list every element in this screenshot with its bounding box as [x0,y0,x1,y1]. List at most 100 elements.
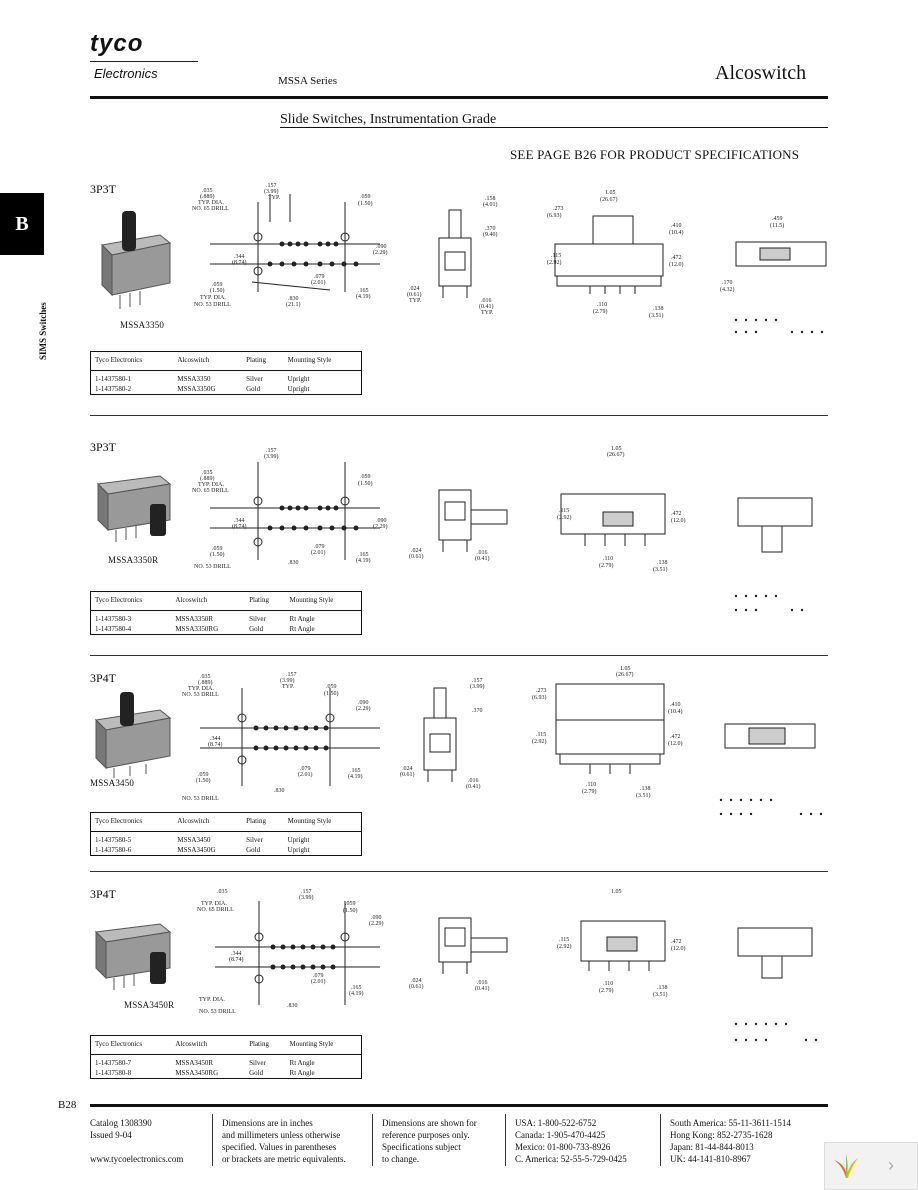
dim-090-mm: (2.29) [373,523,388,530]
viewer-logo-icon[interactable] [828,1150,864,1182]
dim-157: .157 [472,678,483,684]
dim-157: .157 [266,183,277,189]
cell: MSSA3450 [177,836,211,844]
dim-273-mm: (6.93) [547,212,562,219]
col-header-plating: Plating [242,351,284,371]
footer-dimensions-note: Dimensions are in inches and millimeters… [222,1117,346,1165]
side-view-2: .024 (0.61) .016 (0.41) [409,489,508,562]
cell: 1-1437580-4 [95,625,132,633]
dim-472-mm: (12.0) [671,517,686,524]
part-table-1: Tyco Electronics Alcoswitch Plating Moun… [90,351,362,395]
footer-line: UK: 44-141-810-8967 [670,1154,751,1164]
dim-138-mm: (3.51) [653,991,668,998]
dim-138-mm: (3.51) [653,566,668,573]
dim-472-mm: (12.0) [671,945,686,952]
col-header-plating: Plating [245,591,286,611]
dim-016: .016 [477,550,488,556]
cell: Upright [287,846,310,854]
issue-date: Issued 9-04 [90,1130,132,1140]
dim-138-mm: (3.51) [636,792,651,799]
dim-079-mm: (2.01) [311,279,326,286]
footer-line: South America: 55-11-3611-1514 [670,1118,791,1128]
top-view-3 [719,723,823,816]
side-view-4: .024 (0.61) .016 (0.41) [409,917,508,992]
dim-158: .158 [485,196,496,202]
dim-059-mm: (1.50) [358,480,373,487]
dim-024-mm: (0.61) [407,291,422,298]
dim-138-mm: (3.51) [649,312,664,319]
switch-photo-3 [94,692,172,778]
dim-410-mm: (10.4) [669,229,684,236]
dim-165: .165 [350,768,361,774]
section-divider-1 [90,415,828,416]
cell: Silver [246,836,263,844]
catalog-number: Catalog 1308390 [90,1118,152,1128]
pole-label-2: 3P3T [90,440,117,454]
dim-105: 1.05 [611,889,622,895]
dim-105-mm: (26.67) [616,671,634,678]
dim-459-mm: (11.5) [770,222,784,229]
footer-reference-note: Dimensions are shown for reference purpo… [382,1117,477,1165]
dim-024-mm: (0.61) [409,983,424,990]
series-label: MSSA Series [278,75,337,87]
footer-divider [372,1114,373,1166]
dim-410: .410 [670,702,681,708]
dim-024: .024 [411,548,422,554]
pcb-footprint-4: .035 TYP. DIA. NO. 65 DRILL .157 (3.99) … [197,889,384,1015]
dim-138: .138 [657,985,668,991]
footer-divider [660,1114,661,1166]
dim-370: .370 [472,708,483,714]
dim-110: .110 [597,302,607,308]
dim-115: .115 [559,937,569,943]
pole-label-1: 3P3T [90,182,117,196]
cell: MSSA3450RG [175,1069,219,1077]
cell: Upright [287,836,310,844]
dim-typ: TYP. [268,195,281,201]
dim-115: .115 [551,253,561,259]
dim-344: .344 [234,518,245,524]
dim-059b-mm: (1.50) [196,777,211,784]
cell: Gold [246,385,261,393]
dim-115-mm: (2.92) [557,514,572,521]
dim-115: .115 [536,732,546,738]
dim-165: .165 [351,985,362,991]
dim-035: .035 [202,188,213,194]
side-label: SIMS Switches [28,272,48,362]
dim-472: .472 [671,255,682,261]
dim-170-mm: (4.32) [720,286,735,293]
dim-344-mm: (8.74) [232,523,247,530]
next-page-icon[interactable]: › [888,1155,894,1175]
col-header-tyco: Tyco Electronics [90,1035,172,1055]
dim-105: 1.05 [620,666,631,672]
dim-typdia: TYP. DIA. [198,200,224,206]
dim-110: .110 [603,556,613,562]
dim-472: .472 [670,734,681,740]
dim-472-mm: (12.0) [669,261,684,268]
dim-typdia: TYP. DIA. [198,482,224,488]
dim-110: .110 [603,981,613,987]
cell: Silver [249,615,266,623]
cell: Upright [287,375,310,383]
col-header-alcoswitch: Alcoswitch [173,351,243,371]
title-underline [280,127,828,128]
col-header-mounting: Mounting Style [283,351,362,371]
part-table-2: Tyco Electronics Alcoswitch Plating Moun… [90,591,362,635]
dim-273: .273 [536,688,547,694]
dim-472-mm: (12.0) [668,740,683,747]
dim-115-mm: (2.92) [557,943,572,950]
dim-344: .344 [231,951,242,957]
dim-830-mm: (21.1) [286,301,301,308]
dim-165-mm: (4.19) [349,990,364,997]
footer-line: Dimensions are shown for [382,1118,477,1128]
dim-410: .410 [671,223,682,229]
cell: Gold [246,846,261,854]
col-header-tyco: Tyco Electronics [90,591,172,611]
pcb-footprint-2: .157 (3.99) .035 (.889) TYP. DIA. NO. 65… [192,448,388,570]
dim-024-mm: (0.61) [400,771,415,778]
footer-divider [505,1114,506,1166]
dim-157-mm: (3.99) [264,188,279,195]
dim-035: .035 [217,889,228,895]
website-link[interactable]: www.tycoelectronics.com [90,1154,184,1164]
dim-drill53: NO. 53 DRILL [182,692,219,698]
dim-110-mm: (2.79) [599,987,614,994]
